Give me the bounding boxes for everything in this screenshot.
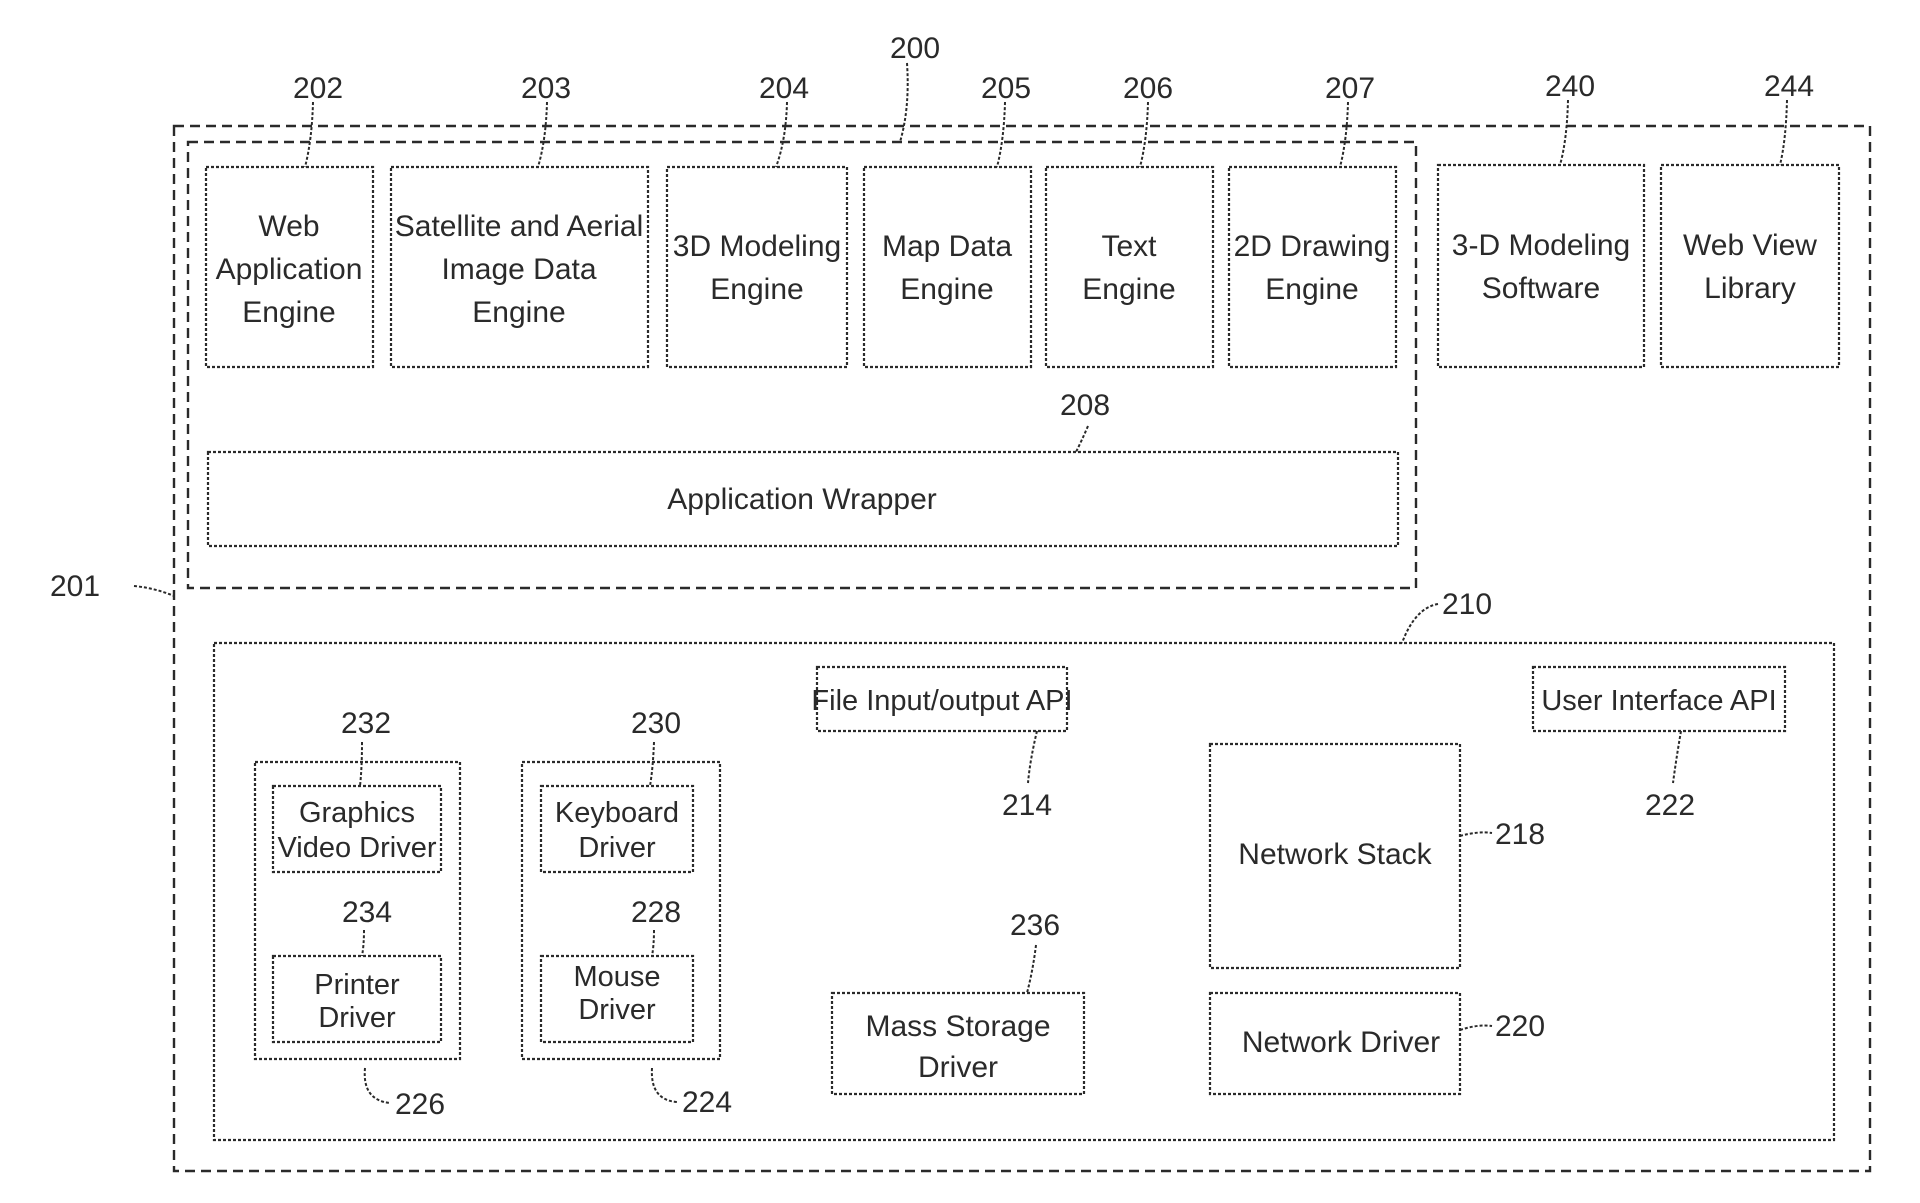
- ref-226: 226: [395, 1088, 445, 1121]
- ref-204: 204: [759, 72, 809, 105]
- ref-232: 232: [341, 707, 391, 740]
- leader-224: [650, 1067, 678, 1103]
- ref-207: 207: [1325, 72, 1375, 105]
- leader-234: [361, 929, 365, 957]
- network-driver-label: Network Driver: [1242, 1026, 1440, 1059]
- web-app-engine-line3: Engine: [242, 296, 335, 329]
- 3d-modeling-software: 3-D Modeling Software: [1436, 163, 1646, 369]
- satellite-aerial-image-engine: Satellite and Aerial Image Data Engine: [389, 165, 650, 369]
- network-driver: Network Driver: [1208, 991, 1462, 1096]
- outer-system-boundary: [172, 124, 1872, 1173]
- mass-storage-driver: Mass Storage Driver: [830, 991, 1086, 1096]
- leader-226: [363, 1067, 391, 1104]
- 2d-drawing-engine: 2D Drawing Engine: [1227, 165, 1398, 369]
- leader-210: [1401, 603, 1439, 644]
- satellite-engine-line3: Engine: [472, 296, 565, 329]
- ref-203: 203: [521, 72, 571, 105]
- user-interface-api-label: User Interface API: [1541, 685, 1776, 717]
- satellite-engine-line2: Image Data: [441, 253, 596, 286]
- leader-232: [359, 741, 363, 787]
- graphics-video-driver: Graphics Video Driver: [271, 784, 443, 874]
- graphics-video-driver-line1: Graphics: [299, 797, 415, 829]
- mouse-driver: Mouse Driver: [539, 954, 695, 1044]
- printer-driver-line2: Driver: [318, 1002, 396, 1034]
- leader-200: [899, 62, 909, 143]
- ref-244: 244: [1764, 70, 1814, 103]
- application-group-boundary: [186, 140, 1418, 590]
- 3d-modeling-engine: 3D Modeling Engine: [665, 165, 849, 369]
- text-engine-line2: Engine: [1082, 273, 1175, 306]
- printer-driver: Printer Driver: [271, 954, 443, 1044]
- leader-204: [775, 101, 788, 168]
- file-io-api-label: File Input/output API: [811, 685, 1072, 717]
- ref-205: 205: [981, 72, 1031, 105]
- 3d-modeling-engine-line1: 3D Modeling: [673, 230, 841, 263]
- leader-203: [537, 101, 548, 168]
- leader-206: [1139, 101, 1149, 168]
- ref-220: 220: [1495, 1010, 1545, 1043]
- graphics-video-driver-line2: Video Driver: [277, 832, 436, 864]
- mass-storage-driver-line1: Mass Storage: [865, 1010, 1050, 1043]
- leader-218: [1459, 831, 1493, 837]
- 3d-modeling-software-line2: Software: [1482, 272, 1600, 305]
- 3d-modeling-software-line1: 3-D Modeling: [1452, 229, 1630, 262]
- mouse-driver-line1: Mouse: [573, 961, 660, 993]
- map-data-engine-line1: Map Data: [882, 230, 1012, 263]
- ref-208: 208: [1060, 389, 1110, 422]
- map-data-engine-line2: Engine: [900, 273, 993, 306]
- ref-234: 234: [342, 896, 392, 929]
- leader-244: [1779, 99, 1788, 166]
- network-stack: Network Stack: [1208, 742, 1462, 970]
- text-engine: Text Engine: [1044, 165, 1215, 369]
- application-wrapper-label: Application Wrapper: [667, 483, 937, 516]
- leader-222: [1672, 730, 1682, 784]
- web-app-engine-line2: Application: [216, 253, 363, 286]
- ref-202: 202: [293, 72, 343, 105]
- ref-206: 206: [1123, 72, 1173, 105]
- 3d-modeling-engine-line2: Engine: [710, 273, 803, 306]
- printer-driver-line1: Printer: [314, 969, 400, 1001]
- mouse-driver-line2: Driver: [578, 994, 656, 1026]
- file-io-api: File Input/output API: [811, 665, 1073, 733]
- leader-202: [304, 101, 314, 168]
- ref-224: 224: [682, 1086, 732, 1119]
- web-view-library-line1: Web View: [1683, 229, 1817, 262]
- ref-230: 230: [631, 707, 681, 740]
- keyboard-driver-line2: Driver: [578, 832, 656, 864]
- leader-205: [996, 101, 1006, 168]
- leader-228: [651, 929, 655, 957]
- ref-201: 201: [50, 570, 100, 603]
- network-stack-label: Network Stack: [1238, 838, 1432, 871]
- ref-228: 228: [631, 896, 681, 929]
- leader-240: [1559, 99, 1569, 166]
- web-app-engine-line1: Web: [258, 210, 319, 243]
- map-data-engine: Map Data Engine: [862, 165, 1033, 369]
- leader-230: [649, 741, 655, 787]
- web-application-engine: Web Application Engine: [204, 165, 375, 369]
- ref-240: 240: [1545, 70, 1595, 103]
- ref-236: 236: [1010, 909, 1060, 942]
- leader-220: [1459, 1024, 1493, 1031]
- 2d-drawing-engine-line1: 2D Drawing: [1234, 230, 1391, 263]
- ref-218: 218: [1495, 818, 1545, 851]
- ref-222: 222: [1645, 789, 1695, 822]
- keyboard-driver-line1: Keyboard: [555, 797, 679, 829]
- leader-208: [1075, 425, 1089, 453]
- user-interface-api: User Interface API: [1531, 665, 1787, 733]
- mass-storage-driver-line2: Driver: [918, 1051, 998, 1084]
- leader-201: [133, 585, 175, 597]
- ref-214: 214: [1002, 789, 1052, 822]
- application-wrapper: Application Wrapper: [206, 450, 1400, 548]
- satellite-engine-line1: Satellite and Aerial: [395, 210, 644, 243]
- 2d-drawing-engine-line2: Engine: [1265, 273, 1358, 306]
- leader-207: [1339, 101, 1349, 168]
- ref-210: 210: [1442, 588, 1492, 621]
- web-view-library: Web View Library: [1659, 163, 1841, 369]
- web-view-library-line2: Library: [1704, 272, 1796, 305]
- ref-200: 200: [890, 32, 940, 65]
- keyboard-driver: Keyboard Driver: [539, 784, 695, 874]
- text-engine-line1: Text: [1101, 230, 1157, 263]
